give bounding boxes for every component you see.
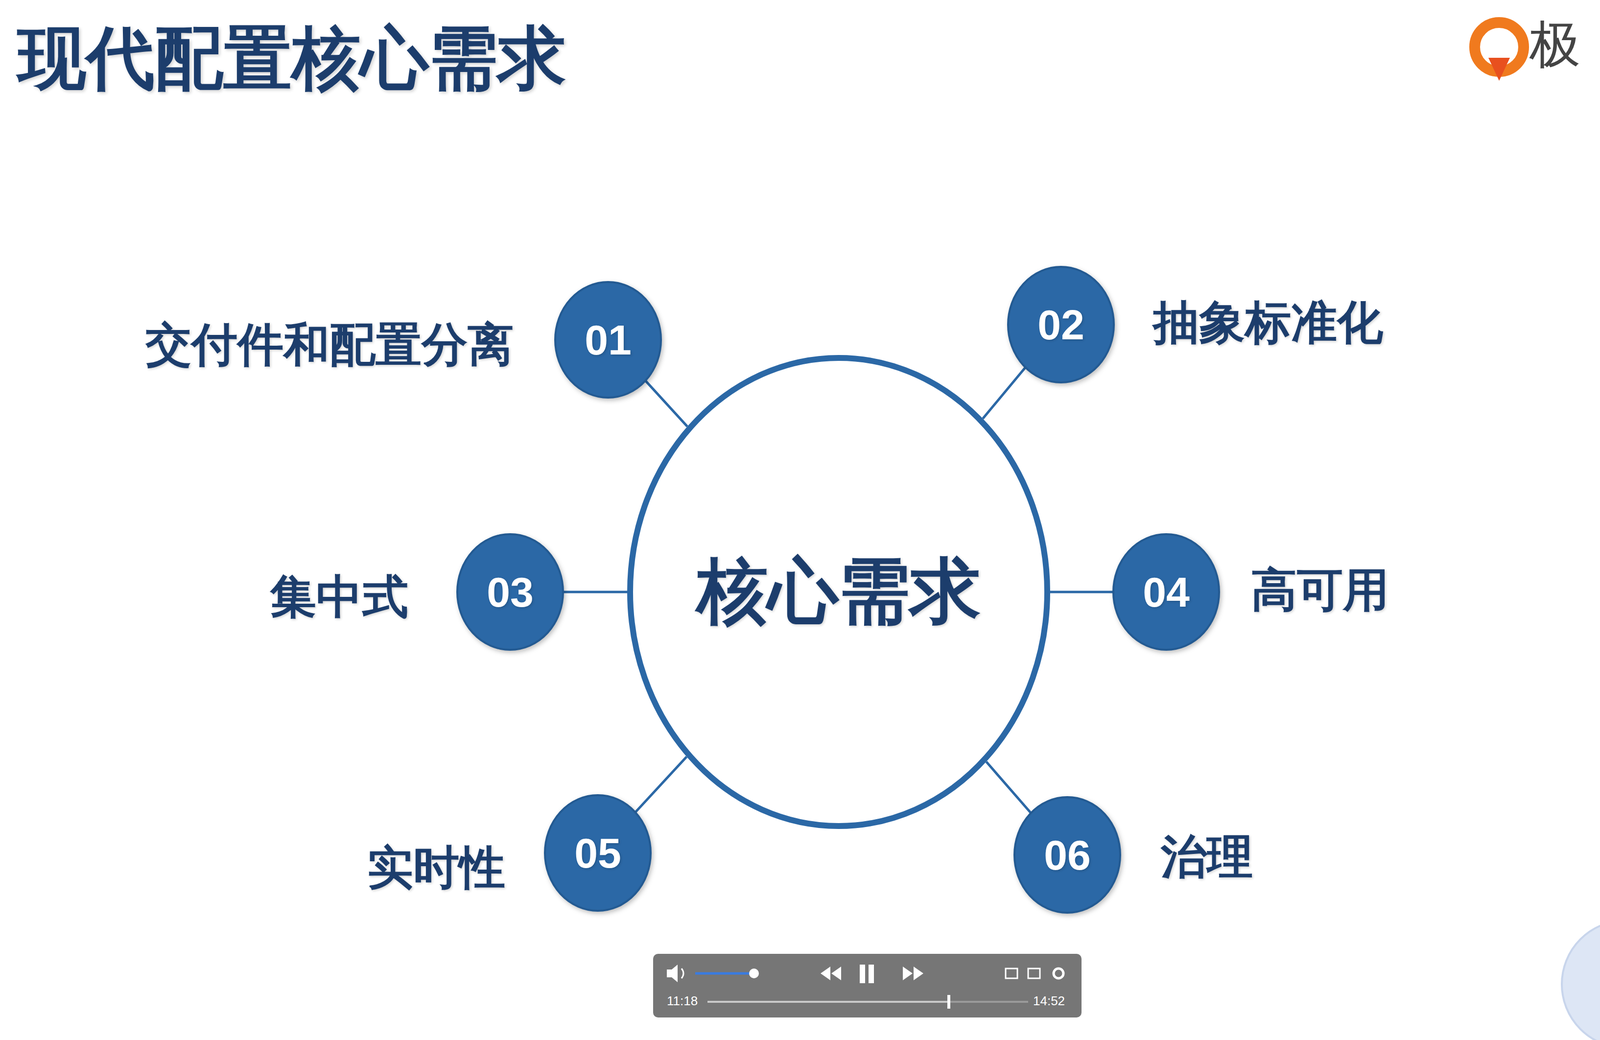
- progress-track: [707, 1000, 1029, 1003]
- number-disc: [457, 534, 564, 650]
- number-disc: [555, 282, 661, 398]
- requirement-label: 集中式: [270, 565, 409, 629]
- core-circle: 核心需求: [627, 354, 1051, 829]
- elapsed-time: 11:18: [666, 994, 698, 1008]
- number-circle: 06治理: [1014, 797, 1121, 913]
- forward-icon: [902, 966, 924, 981]
- number-disc: [1113, 534, 1220, 650]
- number-disc: [1008, 266, 1114, 383]
- connector-line: [563, 590, 628, 594]
- pause-bar: [868, 964, 874, 984]
- logo-drop: [1488, 57, 1510, 81]
- callout-number: 04: [1142, 567, 1190, 617]
- number-disc: [1014, 797, 1121, 913]
- number-circle: 04高可用: [1113, 534, 1220, 650]
- requirement-label: 治理: [1160, 825, 1253, 889]
- logo-text: 极: [1529, 18, 1581, 70]
- rewind-icon: [820, 966, 842, 981]
- number-circle: 01交付件和配置分离: [555, 282, 661, 398]
- callout-number: 06: [1043, 830, 1091, 880]
- volume-knob: [749, 968, 759, 979]
- requirement-label: 交付件和配置分离: [145, 313, 514, 377]
- requirement-label: 抽象标准化: [1152, 291, 1384, 354]
- number-circle: 02抽象标准化: [1008, 266, 1114, 383]
- connector-line: [986, 761, 1031, 814]
- callout-number: 03: [486, 567, 534, 617]
- connector-line: [645, 380, 687, 426]
- number-circle: 05实时性: [544, 795, 651, 911]
- list-icon: [1028, 968, 1040, 979]
- player-icons: [666, 964, 1064, 984]
- slide-title: 现代配置核心需求: [17, 12, 566, 106]
- volume-wave: [681, 968, 684, 979]
- callout-number: 01: [584, 315, 632, 365]
- volume-slider: [695, 972, 753, 975]
- callout-number: 05: [574, 828, 622, 878]
- connector-line: [1050, 590, 1114, 594]
- pip-icon: [1005, 968, 1018, 979]
- connector-line: [635, 756, 687, 812]
- requirement-label: 高可用: [1250, 559, 1389, 622]
- connector-line: [982, 367, 1026, 419]
- number-circle: 03集中式: [457, 534, 564, 650]
- pause-bar: [859, 964, 866, 984]
- callout-number: 02: [1037, 300, 1085, 350]
- player-bar: [653, 953, 1082, 1018]
- total-time: 14:52: [1033, 994, 1065, 1008]
- settings-icon: [1053, 968, 1064, 979]
- core-ellipse: [630, 357, 1048, 826]
- volume-icon: [666, 964, 678, 983]
- avatar-edge: [1561, 920, 1600, 1040]
- progress-done: [707, 1000, 949, 1003]
- number-disc: [544, 795, 651, 911]
- core-label: 核心需求: [696, 543, 981, 640]
- requirement-label: 实时性: [367, 836, 506, 899]
- progress-knob: [947, 994, 951, 1009]
